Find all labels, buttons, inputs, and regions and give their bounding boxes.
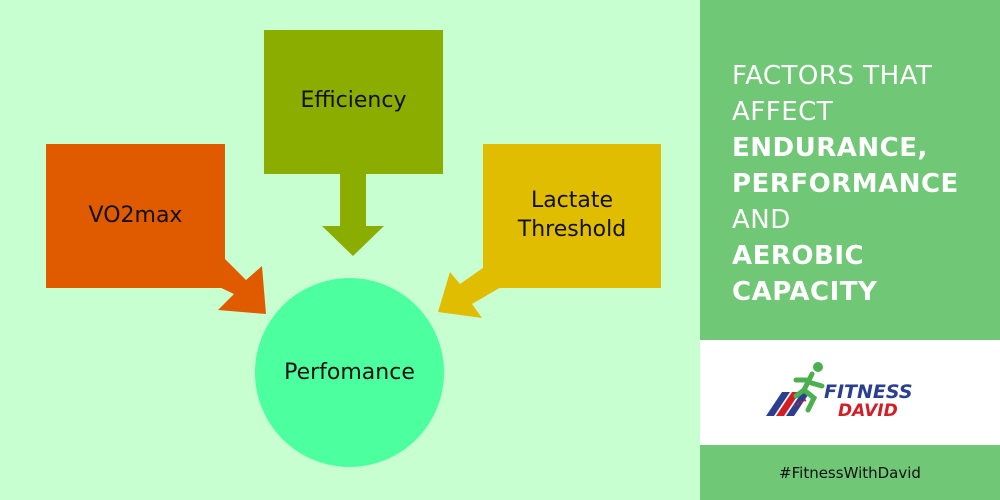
logo-word-fitness: FITNESS [824, 381, 913, 403]
factor-vo2max-label: VO2max [88, 202, 183, 228]
runner-head-icon [813, 362, 823, 372]
factor-vo2max: VO2max [46, 144, 225, 288]
logo-word-david: DAVID [838, 401, 898, 421]
headline-line-2: AFFECT [732, 97, 834, 127]
result-performance-circle: Perfomance [255, 278, 444, 467]
result-performance-label: Perfomance [284, 360, 415, 385]
factor-efficiency-label: Efficiency [300, 88, 407, 113]
sidebar-panel: FACTORS THAT AFFECT ENDURANCE, PERFORMAN… [700, 0, 1000, 500]
headline: FACTORS THAT AFFECT ENDURANCE, PERFORMAN… [732, 58, 959, 310]
factors-diagram: VO2max Efficiency Lactate Threshold Perf… [46, 30, 661, 467]
hashtag: #FitnessWithDavid [779, 463, 921, 482]
headline-line-4: PERFORMANCE [732, 169, 959, 199]
headline-line-7: CAPACITY [732, 277, 878, 307]
factor-lactate-label: Lactate Threshold [517, 188, 627, 242]
headline-line-3: ENDURANCE, [732, 133, 928, 163]
headline-line-1: FACTORS THAT [732, 61, 933, 91]
headline-line-5: AND [732, 205, 791, 235]
factor-lactate-threshold: Lactate Threshold [483, 144, 661, 288]
logo-panel: FITNESS DAVID [700, 340, 1000, 445]
fitness-david-logo: FITNESS DAVID [766, 362, 913, 421]
factor-efficiency: Efficiency [264, 30, 443, 174]
headline-line-6: AEROBIC [732, 241, 865, 271]
efficiency-arrow [322, 172, 384, 256]
